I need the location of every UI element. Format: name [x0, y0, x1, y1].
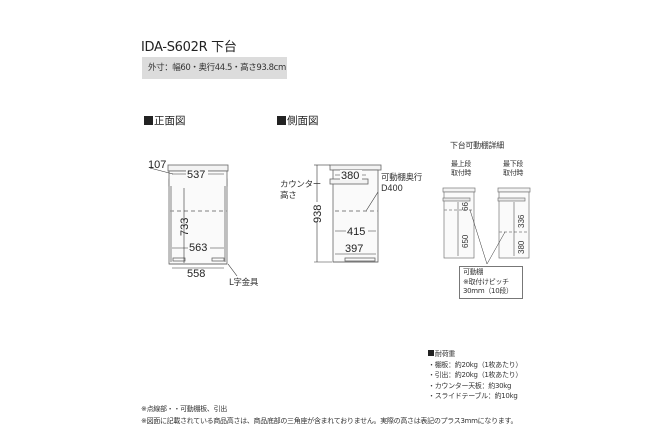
square-bullet-icon — [144, 116, 153, 125]
front-view-drawing: 107 537 563 558 733 — [148, 159, 238, 280]
dim-558: 558 — [187, 268, 205, 280]
dim-380: 380 — [341, 170, 359, 182]
top-position-label: 最上段 取付時 — [451, 160, 471, 178]
load-item: ・カウンター天板：約30kg — [428, 381, 512, 390]
dim-733: 733 — [179, 218, 191, 236]
shelf-label-line1: 可動棚奥行 — [381, 173, 423, 183]
callout-line1: 可動棚 — [463, 268, 484, 276]
top-position-line2: 取付時 — [451, 169, 472, 177]
note-height: ※図面に記載されている商品高さは、商品底部の三角座が含まれておりません。実際の高… — [141, 417, 518, 425]
dim-66: 66 — [461, 202, 470, 211]
dim-650: 650 — [461, 234, 470, 248]
counter-label-line1: カウンター — [280, 180, 322, 190]
load-item: ・棚板：約20kg（1枚あたり） — [428, 360, 523, 369]
bottom-position-line1: 最下段 — [503, 160, 524, 168]
movable-shelf-callout: 可動棚 ※取付けピッチ 30mm（10段） — [459, 266, 523, 299]
shelf-depth-label: 可動棚奥行 D400 — [381, 173, 422, 195]
callout-line3: 30mm（10段） — [463, 287, 513, 295]
note-dotted-lines: ※点線部・・可動棚板、引出 — [141, 405, 227, 413]
product-title: IDA-S602R 下台 — [141, 40, 237, 55]
side-view-heading: 側面図 — [277, 113, 319, 128]
outer-dimensions: 外寸：幅60・奥行44.5・高さ93.8cm — [148, 63, 286, 73]
dim-397: 397 — [345, 243, 363, 255]
square-bullet-icon — [277, 116, 286, 125]
load-heading-text: 耐荷重 — [435, 350, 456, 358]
shelf-label-line2: D400 — [381, 184, 403, 194]
front-view-heading-text: 正面図 — [154, 115, 186, 127]
load-item: ・引出：約20kg（1枚あたり） — [428, 371, 523, 379]
dim-537: 537 — [187, 169, 205, 181]
spec-box: 外寸：幅60・奥行44.5・高さ93.8cm — [142, 57, 287, 79]
front-view-heading: 正面図 — [144, 113, 186, 128]
dim-380-shelf: 380 — [517, 240, 526, 254]
top-position-line1: 最上段 — [451, 160, 472, 168]
counter-label-line2: 高さ — [280, 191, 297, 201]
shelf-detail-drawing: 66 650 336 380 — [442, 187, 531, 265]
load-capacity: 耐荷重 ・棚板：約20kg（1枚あたり） ・引出：約20kg（1枚あたり） ・カ… — [428, 349, 522, 402]
callout-line2: ※取付けピッチ — [463, 277, 509, 286]
dim-938: 938 — [312, 205, 324, 223]
shelf-detail-heading: 下台可動棚詳細 — [450, 141, 504, 150]
dim-336: 336 — [517, 214, 526, 228]
load-item: ・スライドテーブル：約10kg — [428, 392, 518, 400]
l-bracket-label: L字金具 — [229, 278, 259, 288]
load-capacity-heading: 耐荷重 — [428, 349, 522, 360]
footnotes: ※点線部・・可動棚板、引出 ※図面に記載されている商品高さは、商品底部の三角座が… — [141, 403, 517, 427]
dim-107: 107 — [148, 159, 166, 171]
dim-415: 415 — [347, 226, 365, 238]
dim-563: 563 — [189, 242, 207, 254]
side-view-drawing: 380 415 397 938 — [311, 164, 382, 263]
side-view-heading-text: 側面図 — [287, 115, 319, 127]
counter-height-label: カウンター 高さ — [280, 180, 321, 202]
square-bullet-icon — [428, 350, 434, 356]
bottom-position-label: 最下段 取付時 — [503, 160, 523, 178]
bottom-position-line2: 取付時 — [503, 169, 524, 177]
